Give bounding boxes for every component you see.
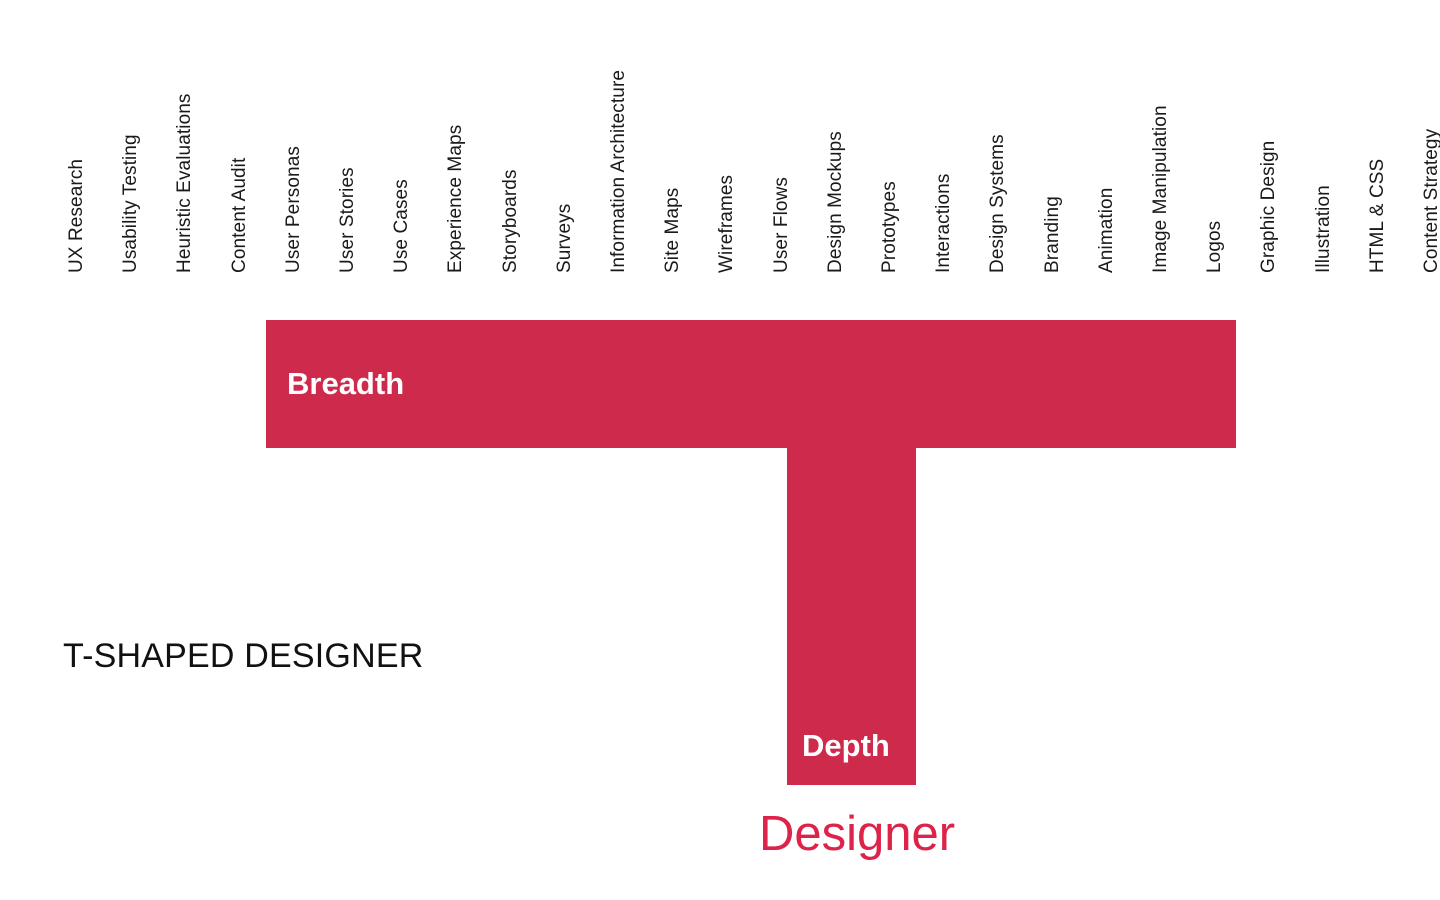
breadth-bar [266, 320, 1236, 448]
skill-label: UX Research [66, 158, 87, 273]
skill-label: Storyboards [499, 169, 521, 273]
skill-label-row: UX Research Usability Testing Heuristic Ev… [0, 0, 1440, 290]
skill-label: Illustration [1312, 185, 1334, 273]
skill-label: Wireframes [716, 174, 738, 273]
skill-label: Surveys [553, 203, 575, 273]
skill-label: Branding [1041, 196, 1063, 273]
depth-label: Depth [802, 728, 890, 763]
skill-label: Content Audit [228, 157, 250, 273]
depth-bar [787, 447, 916, 785]
skill-label: Logos [1204, 220, 1226, 273]
skill-label: Graphic Design [1258, 140, 1280, 273]
skill-label: Image Manipulation [1150, 105, 1171, 273]
skill-label: Content Strategy [1421, 128, 1440, 273]
skill-label: Use Cases [391, 179, 413, 273]
skill-label: User Personas [282, 146, 304, 273]
skill-label: Information Architecture [608, 69, 629, 273]
skill-label: Prototypes [879, 181, 900, 273]
skill-label: Design Mockups [824, 131, 846, 273]
breadth-label: Breadth [287, 366, 405, 401]
diagram-title: T-SHAPED DESIGNER [63, 637, 424, 675]
skill-label: Site Maps [662, 187, 684, 273]
skill-label: Usability Testing [120, 134, 142, 273]
skill-label: Design Systems [987, 134, 1009, 273]
skill-label: HTML & CSS [1366, 158, 1388, 273]
skill-label: Interactions [933, 173, 955, 273]
skill-label: User Stories [337, 167, 358, 273]
skill-label: Experience Maps [445, 124, 467, 273]
role-caption: Designer [759, 807, 956, 861]
skill-label: User Flows [770, 176, 792, 273]
skill-label: Heuristic Evaluations [174, 93, 196, 273]
skill-label: Animation [1095, 187, 1117, 273]
